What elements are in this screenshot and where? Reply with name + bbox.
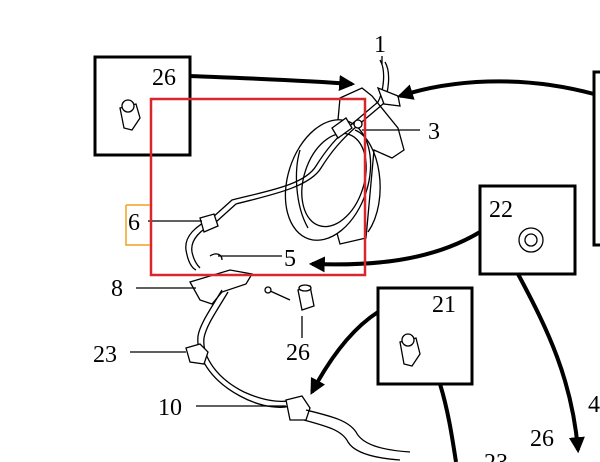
detail-box-22: 22 bbox=[478, 184, 577, 276]
label-highlight-6 bbox=[125, 204, 150, 246]
callout-1: 1 bbox=[374, 32, 386, 58]
callout-26-box: 26 bbox=[152, 65, 176, 91]
callout-4-partial: 4 bbox=[588, 392, 600, 418]
partial-box-right bbox=[592, 70, 600, 247]
callout-23: 23 bbox=[93, 342, 117, 368]
bracket-assembly bbox=[185, 269, 411, 461]
callout-5: 5 bbox=[284, 246, 296, 272]
highlight-frame bbox=[149, 97, 367, 277]
callout-6: 6 bbox=[128, 210, 140, 236]
brake-hose bbox=[185, 59, 401, 271]
callout-8: 8 bbox=[111, 276, 123, 302]
callout-10: 10 bbox=[158, 395, 182, 421]
leader-lines bbox=[130, 56, 420, 407]
detail-box-21: 21 bbox=[376, 286, 474, 386]
callout-3: 3 bbox=[428, 119, 440, 145]
callout-22: 22 bbox=[489, 197, 513, 223]
callout-26-bolt: 26 bbox=[286, 340, 310, 366]
callout-23-partial: 23 bbox=[484, 450, 508, 462]
callout-labels: 1 3 5 6 8 23 10 26 26 4 23 bbox=[93, 32, 600, 462]
pointer-arrows bbox=[189, 74, 595, 462]
callout-26-bottom: 26 bbox=[530, 426, 554, 452]
detail-box-26: 26 bbox=[93, 55, 192, 157]
brake-shield bbox=[284, 87, 405, 245]
callout-21: 21 bbox=[432, 292, 456, 318]
